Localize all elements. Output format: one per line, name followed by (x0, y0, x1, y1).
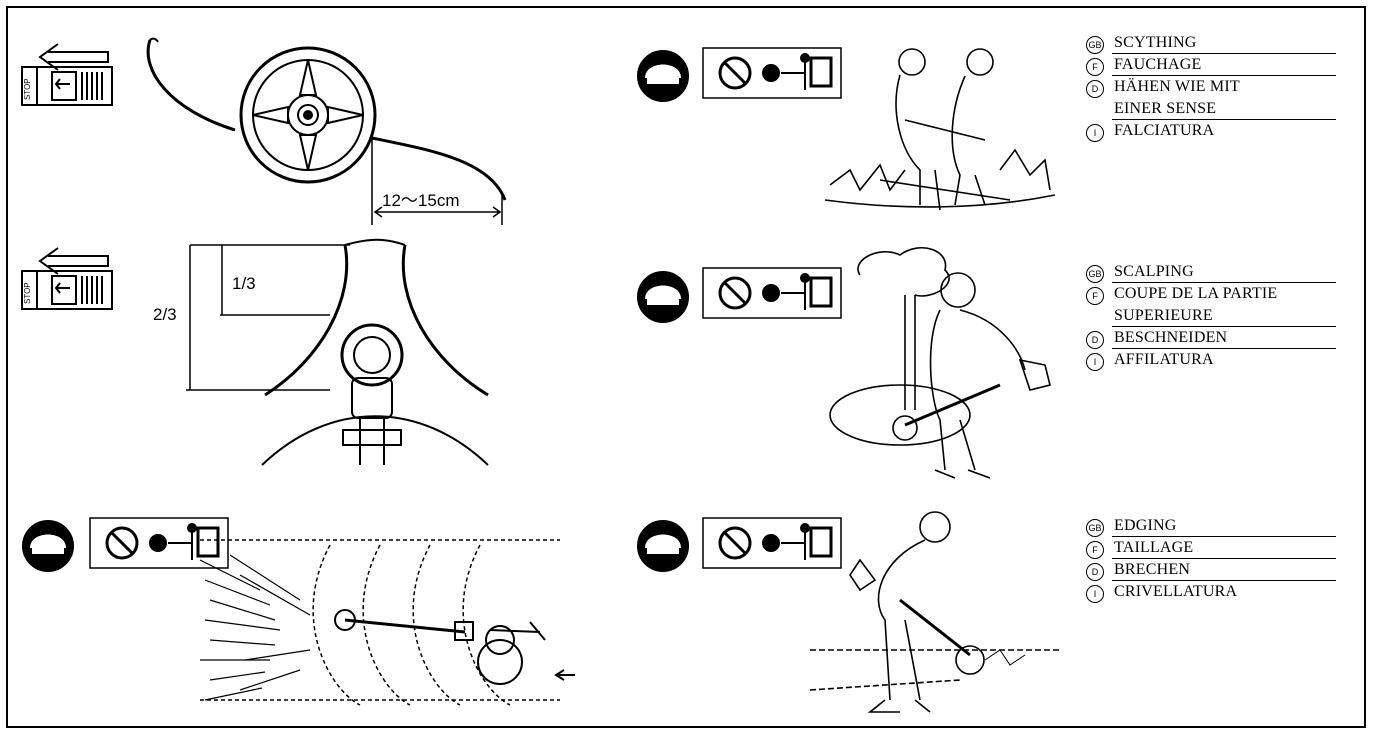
helmet-icon (638, 272, 688, 322)
legend-text-gb: SCALPING (1114, 263, 1194, 281)
scalping-operator-drawing (830, 248, 1050, 478)
scything-operator-drawing (825, 49, 1055, 210)
helmet-icon (23, 521, 73, 571)
legend-text-i: AFFILATURA (1114, 351, 1214, 369)
helmet-icon (638, 521, 688, 571)
language-code-i: I (1086, 124, 1104, 142)
operator-topview-drawing (335, 610, 575, 684)
safety-distance-warning-icon (90, 518, 228, 568)
legend-edging: GB EDGING F TAILLAGE D BRECHEN I CRIVELLATUR… (1086, 516, 1336, 604)
language-code-f: F (1086, 541, 1104, 559)
legend-text-f: COUPE DE LA PARTIE (1114, 285, 1277, 303)
language-code-f: F (1086, 287, 1104, 305)
legend-text-d-cont: EINER SENSE (1114, 100, 1216, 118)
legend-text-i: FALCIATURA (1114, 122, 1214, 140)
legend-text-f-cont: SUPERIEURE (1114, 307, 1213, 325)
legend-text-d: BRECHEN (1114, 561, 1190, 579)
grass-drawing (200, 555, 310, 700)
stop-text: STOP (23, 282, 32, 304)
legend-text-d: HÄHEN WIE MIT (1114, 78, 1240, 96)
legend-scalping: GB SCALPING F COUPE DE LA PARTIE SUPERIEUR… (1086, 262, 1336, 372)
language-code-i: I (1086, 585, 1104, 603)
language-code-i: I (1086, 353, 1104, 371)
stop-switch-icon (22, 271, 112, 309)
stop-text: STOP (23, 78, 32, 100)
safety-distance-warning-icon (703, 268, 841, 318)
line-length-label: 12～15cm (382, 186, 459, 211)
safety-distance-warning-icon (703, 48, 841, 98)
stop-switch-icon (22, 67, 112, 105)
legend-text-f: FAUCHAGE (1114, 56, 1202, 74)
legend-text-i: CRIVELLATURA (1114, 583, 1237, 601)
language-code-gb: GB (1086, 265, 1104, 283)
language-code-d: D (1086, 563, 1104, 581)
language-code-gb: GB (1086, 36, 1104, 54)
safety-distance-warning-icon (703, 518, 841, 568)
language-code-f: F (1086, 58, 1104, 76)
legend-text-f: TAILLAGE (1114, 539, 1193, 557)
legend-text-gb: SCYTHING (1114, 34, 1197, 52)
one-third-label: 1/3 (232, 274, 256, 294)
legend-text-d: BESCHNEIDEN (1114, 329, 1227, 347)
helmet-icon (638, 51, 688, 101)
language-code-d: D (1086, 331, 1104, 349)
two-thirds-label: 2/3 (153, 305, 177, 325)
edging-operator-drawing (810, 512, 1060, 712)
language-code-d: D (1086, 80, 1104, 98)
legend-scything: GB SCYTHING F FAUCHAGE D HÄHEN WIE MIT EINE… (1086, 33, 1336, 143)
legend-text-gb: EDGING (1114, 517, 1177, 535)
language-code-gb: GB (1086, 519, 1104, 537)
